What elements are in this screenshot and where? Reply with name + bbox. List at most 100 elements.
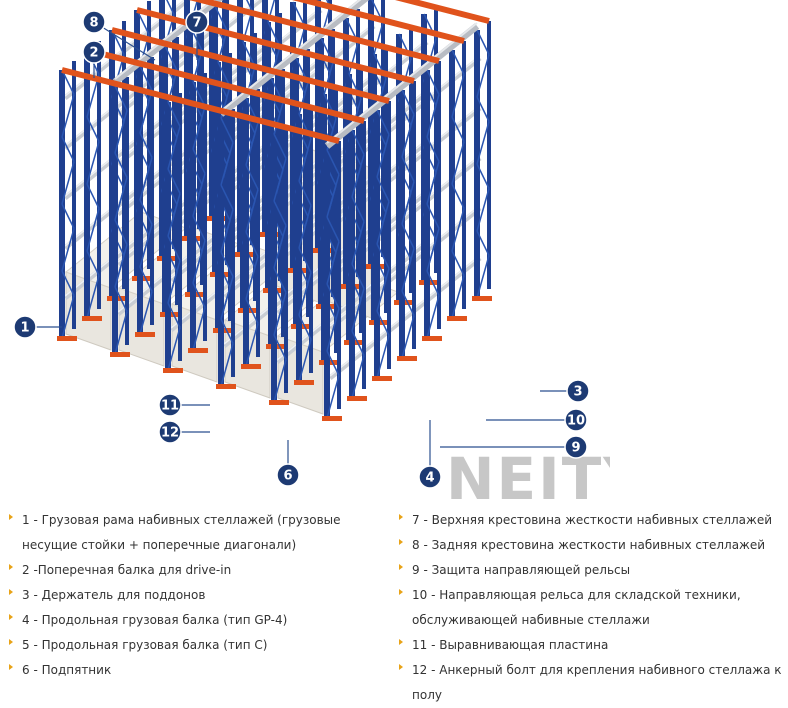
legend-item-text: 2 -Поперечная балка для drive-in [22,563,232,577]
diagonal-brace [214,5,228,31]
diagonal-brace [61,161,75,205]
diagonal-brace [451,250,465,276]
diagonal-brace [273,267,287,293]
top-beam [394,0,490,24]
diagonal-brace [192,215,206,241]
diagonal-brace [86,208,100,252]
diagonal-brace [326,149,340,175]
diagonal-brace [273,334,287,360]
diagonal-brace [451,116,465,142]
foot-plate [110,352,130,357]
callout-10: 10 [486,408,588,432]
diagonal-brace [139,132,153,158]
diagonal-brace [451,141,465,185]
diagonal-brace [451,49,465,75]
diagonal-brace [376,243,390,269]
diagonal-brace [192,81,206,107]
diagonal-brace [476,96,490,122]
diagonal-brace [167,101,181,127]
top-bracing [324,23,480,149]
legend: 1 - Грузовая рама набивных стеллажей (гр… [0,505,788,702]
diagonal-brace [401,290,415,316]
diagonal-brace [114,244,128,288]
legend-item-text: 4 - Продольная грузовая балка (тип GP-4) [22,613,288,627]
top-beam [61,67,340,144]
bullet-icon [399,664,403,670]
diagonal-brace [164,45,178,71]
foot-plate [82,316,102,321]
diagonal-brace [114,177,128,221]
diagonal-brace [401,156,415,182]
diagonal-brace [245,256,259,300]
diagonal-brace [476,121,490,165]
callout-4: 4 [418,420,442,489]
callout-8: 8 [82,10,156,61]
legend-item-text: 3 - Держатель для поддонов [22,588,206,602]
diagonal-brace [114,286,128,312]
diagonal-brace [245,189,259,233]
foot-plate [163,368,183,373]
top-beam [111,27,390,104]
legend-item: 9 - Защита направляющей рельсы [398,558,786,583]
diagonal-brace [476,29,490,55]
diagonal-brace [114,311,128,355]
diagonal-brace [426,69,440,95]
diagonal-brace [61,203,75,229]
diagonal-brace [351,196,365,222]
top-bracing-highlight [326,22,478,144]
diagonal-brace [86,141,100,185]
diagonal-brace [476,188,490,232]
diagonal-brace [426,94,440,138]
top-beam [136,7,415,84]
diagonal-brace [86,275,100,319]
diagonal-brace [426,136,440,162]
diagonal-brace [139,90,153,134]
diagonal-brace [351,288,365,332]
diagonal-brace [139,224,153,268]
diagonal-brace [273,292,287,336]
diagonal-brace [139,157,153,201]
top-beam [86,47,365,124]
diagonal-brace [167,327,181,371]
callout-12: 12 [158,420,210,444]
diagonal-brace [220,117,234,143]
diagonal-brace [351,330,365,356]
callout-number: 3 [573,385,582,400]
callout-number: 9 [571,441,580,456]
diagonal-brace [401,89,415,115]
legend-item: 11 - Выравнивающая пластина [398,633,786,658]
callout-marker [185,10,209,34]
foot-plate [472,296,492,301]
diagonal-brace [401,181,415,225]
diagonal-brace [220,184,234,210]
top-beams [61,0,490,149]
callout-number: 8 [89,16,98,31]
diagonal-brace [326,174,340,218]
foot-plate [188,348,208,353]
diagonal-brace [246,0,253,11]
legend-item: 2 -Поперечная балка для drive-in [8,558,386,583]
callout-11: 11 [158,393,210,417]
callout-7: 7 [185,10,209,60]
diagonal-brace [351,221,365,265]
diagonal-brace [61,69,75,95]
diagonal-brace [245,164,259,190]
diagonal-brace [292,1,306,27]
diagonal-brace [401,114,415,158]
legend-item-text: 8 - Задняя крестовина жесткости набивных… [412,538,766,552]
diagonal-brace [167,260,181,304]
diagonal-brace [61,136,75,162]
diagonal-brace [86,116,100,142]
diagonal-brace [166,0,175,15]
diagonal-brace [326,283,340,309]
diagonal-brace [273,225,287,269]
callout-marker [418,465,442,489]
bullet-icon [399,539,403,545]
bullet-icon [9,664,13,670]
callout-marker [158,393,182,417]
diagonal-brace [220,276,234,320]
diagonal-brace [61,270,75,296]
diagonal-brace [167,168,181,194]
